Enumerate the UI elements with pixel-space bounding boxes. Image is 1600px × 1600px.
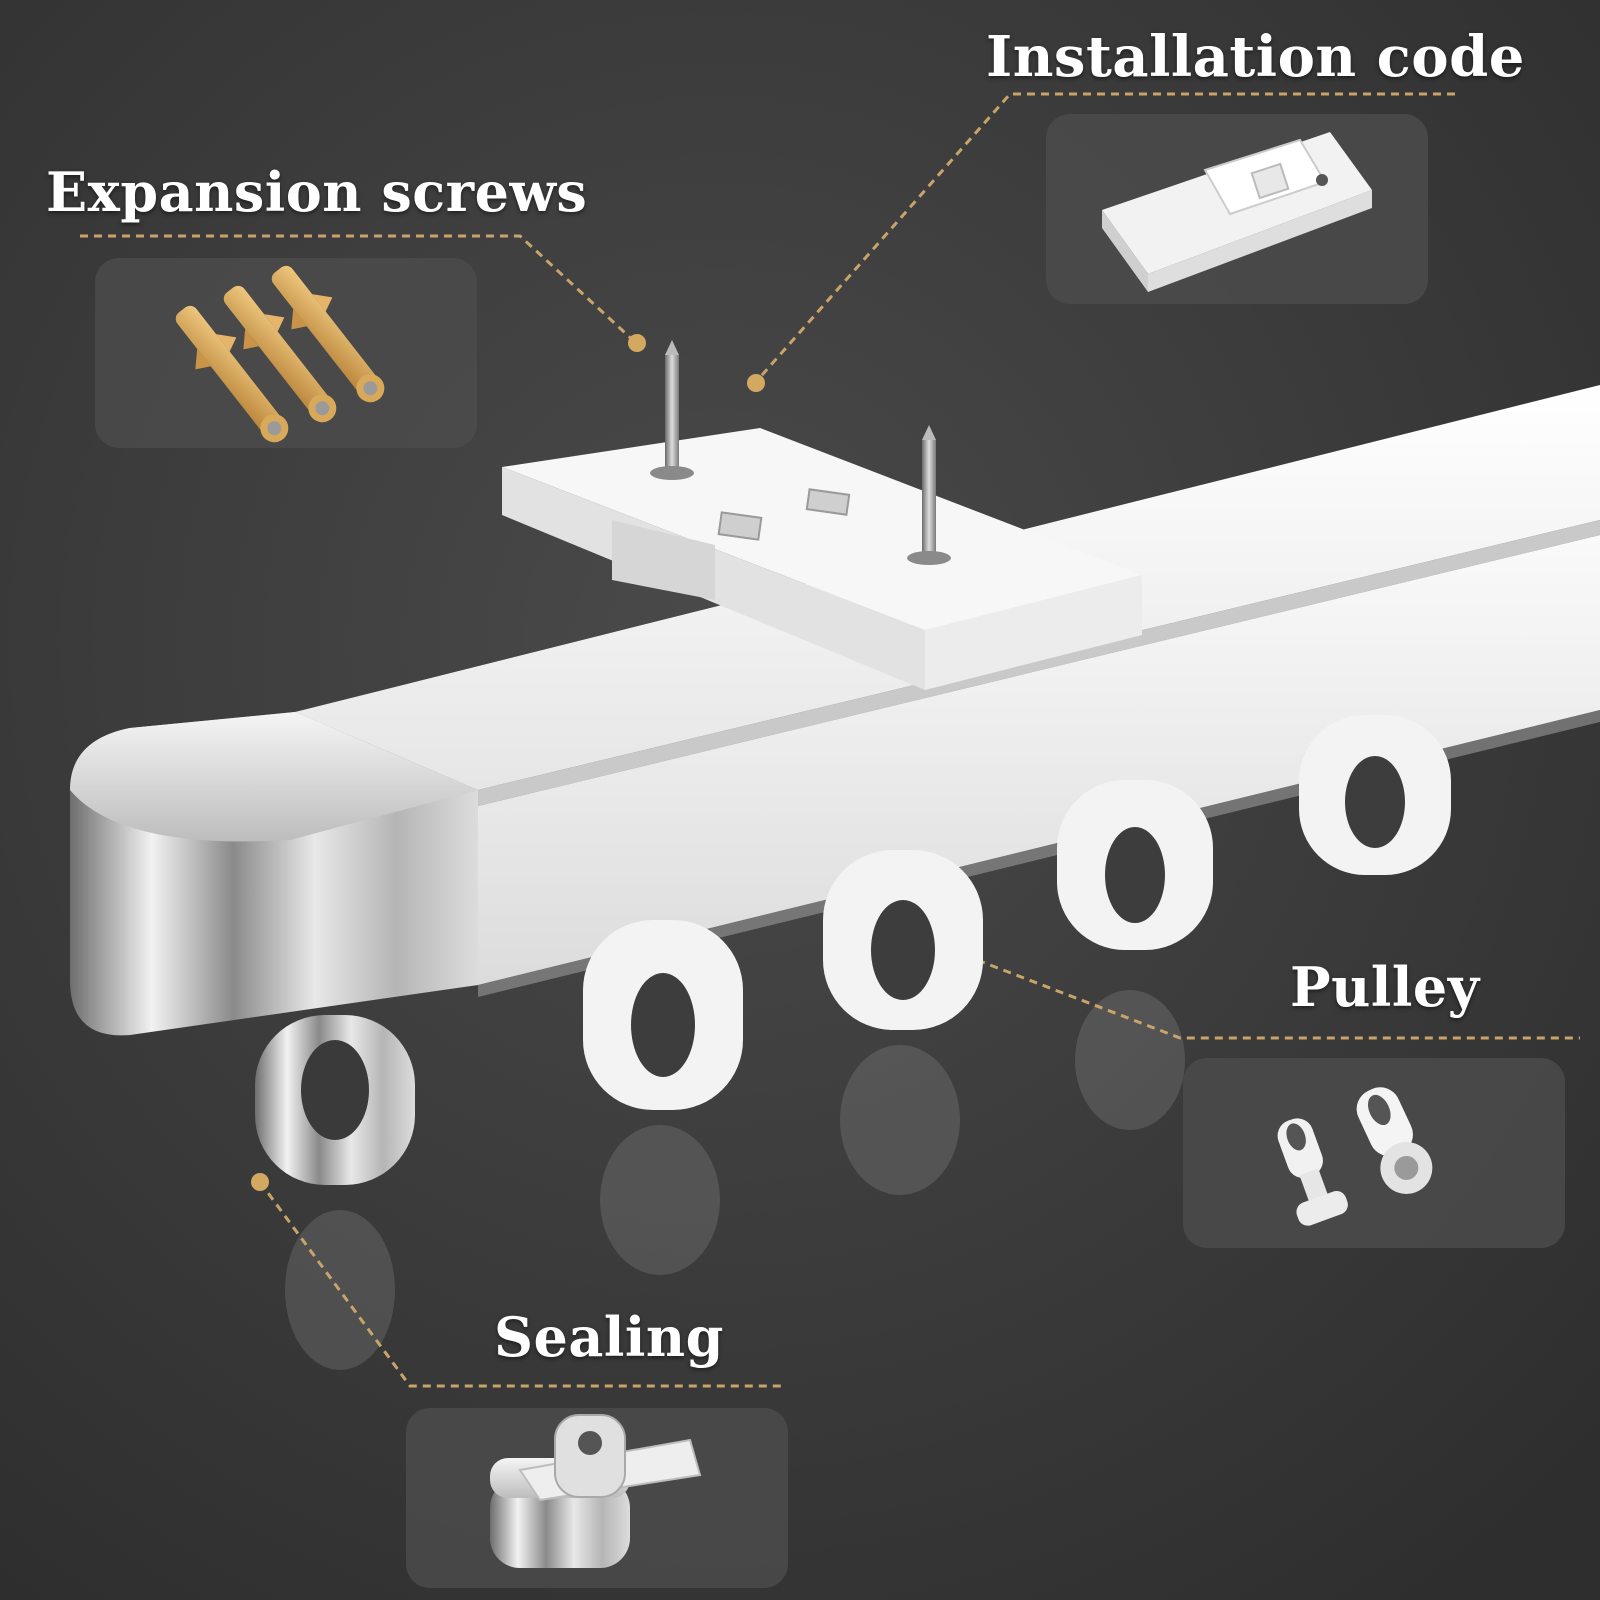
bracket-slot [805, 488, 851, 516]
chrome-end-cap [70, 712, 478, 1185]
callout-line-installation [753, 92, 1455, 384]
anchor-plugs-image [175, 265, 385, 443]
sealing-label: Sealing [494, 1305, 724, 1369]
callout-line-expansion [80, 234, 637, 344]
pulley-parts-image [1277, 1087, 1433, 1226]
wood-screws [650, 340, 951, 565]
rail-pulleys [583, 715, 1451, 1110]
callout-line-pulley [924, 938, 1580, 1040]
installation-code-label: Installation code [986, 24, 1525, 90]
bracket-slot [717, 511, 763, 541]
pulley-panel [1183, 1058, 1565, 1248]
installation-bracket-image [1102, 132, 1372, 292]
sealing-cap-image [490, 1414, 702, 1568]
callout-lines [80, 92, 1580, 1388]
pulley-label: Pulley [1290, 955, 1480, 1019]
expansion-screws-label: Expansion screws [46, 160, 588, 224]
callout-line-sealing [258, 1181, 785, 1388]
